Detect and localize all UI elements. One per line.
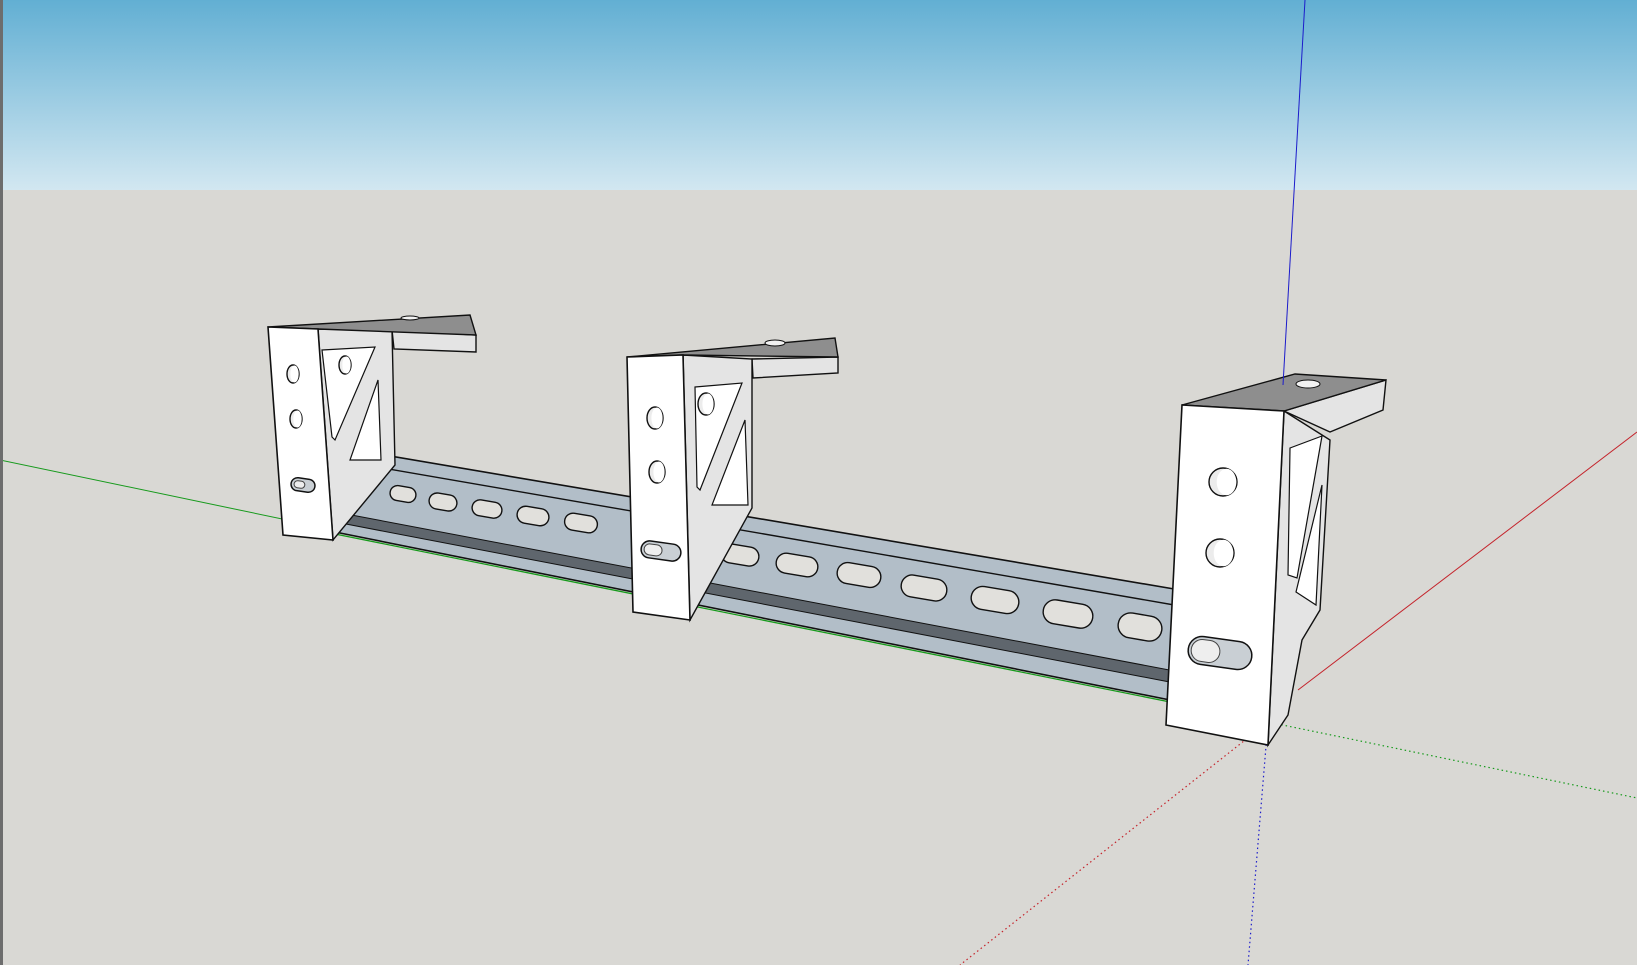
bracket-left[interactable] — [267, 314, 477, 542]
screw-hole-inner — [1213, 539, 1234, 567]
bracket-truss-cutout — [1295, 484, 1323, 607]
sky-background — [3, 0, 1637, 190]
screw-hole-inner — [342, 356, 351, 374]
screw-hole-inner — [653, 461, 665, 483]
rail-slot — [428, 492, 458, 512]
top-mounting-hole — [1295, 379, 1321, 389]
rail-slot — [563, 512, 599, 534]
rail-clip-slot-inner — [1190, 638, 1221, 663]
blue-axis-over-model — [1282, 0, 1306, 386]
screw-hole-inner — [290, 365, 299, 383]
screw-hole-inner — [702, 393, 714, 415]
screw-hole-inner — [1216, 468, 1237, 496]
top-mounting-hole — [764, 339, 786, 347]
rail-slot — [1042, 599, 1094, 629]
blue-axis-solid — [1282, 0, 1306, 386]
rail-slot — [516, 505, 550, 527]
axes-group — [3, 431, 1637, 965]
bracket-right[interactable] — [1165, 373, 1387, 748]
bracket-front-face — [1165, 404, 1285, 746]
bracket-middle[interactable] — [626, 337, 839, 623]
red-axis-solid — [1297, 431, 1637, 691]
rail-slot — [836, 561, 882, 589]
rail-slot — [471, 499, 503, 519]
bracket-front-face — [626, 354, 691, 621]
top-mounting-hole — [400, 315, 420, 321]
bracket-truss-cutout — [321, 346, 376, 442]
rail-slot — [1117, 612, 1163, 642]
rail-slot — [900, 574, 948, 602]
green-axis-solid — [3, 460, 336, 531]
rail-slot — [775, 552, 819, 578]
bracket-truss-cutout — [711, 419, 749, 506]
rail-clip-slot-inner — [643, 543, 663, 557]
blue-axis-dotted — [1247, 721, 1269, 965]
rail-clip-slot-inner — [293, 480, 306, 489]
screw-hole-inner — [293, 410, 302, 428]
rail-lip-edge — [324, 457, 1181, 607]
screw-hole-inner — [651, 407, 663, 429]
bracket-truss-cutout — [349, 379, 382, 461]
rail-slot — [389, 484, 417, 504]
bracket-front-face — [267, 326, 334, 541]
rail-slot — [970, 585, 1020, 615]
bracket-truss-cutout — [1287, 435, 1323, 579]
rail-bottom-axis-edge — [324, 531, 1181, 705]
mounting-brackets[interactable] — [267, 314, 1387, 748]
